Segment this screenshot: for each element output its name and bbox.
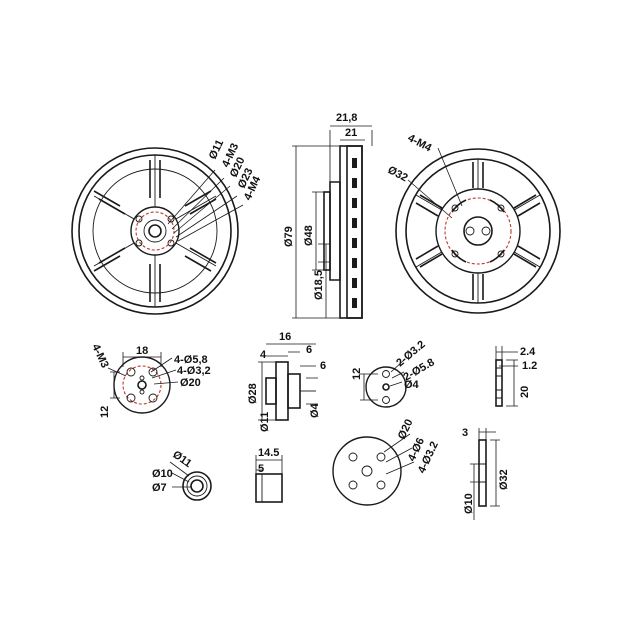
disc-d32-label: Ø32	[498, 469, 510, 490]
shaft-6a-label: 6	[306, 344, 312, 356]
side-view	[292, 125, 373, 319]
shaft-16-label: 16	[279, 331, 291, 343]
disc	[470, 428, 500, 520]
side-width-21-label: 21	[345, 127, 357, 139]
shaft-d4-label: Ø4	[309, 402, 321, 418]
side-d79-label: Ø79	[283, 226, 295, 247]
side-d185-label: Ø18,5	[313, 270, 325, 300]
plate-d58-label: 4-Ø5,8	[174, 354, 208, 366]
tube	[255, 455, 283, 503]
spacer-24-label: 2.4	[520, 346, 536, 358]
shaft-d11-label: Ø11	[259, 412, 271, 432]
hub-flange	[332, 433, 415, 506]
disc-d10-label: Ø10	[463, 493, 475, 514]
plate-18-label: 18	[136, 345, 148, 357]
plate-d32-label: 4-Ø3,2	[177, 365, 211, 377]
shaft-d28-label: Ø28	[247, 383, 259, 404]
back-d32-label: Ø32	[386, 164, 410, 184]
spacer-12-label: 1.2	[522, 360, 537, 372]
washer-d7-label: Ø7	[152, 482, 167, 494]
side-width-218-label: 21,8	[336, 112, 357, 124]
shaft-6b-label: 6	[320, 360, 326, 372]
small-plate-d4-label: Ø4	[404, 379, 420, 391]
plate-d20-label: Ø20	[180, 377, 201, 389]
spacer-20-label: 20	[519, 386, 531, 398]
front-view	[71, 147, 244, 315]
back-m4-label: 4-M4	[406, 132, 435, 155]
side-d48-label: Ø48	[303, 225, 315, 246]
shaft-adapter	[258, 343, 318, 421]
tube-145-label: 14.5	[258, 447, 279, 459]
plate-12-label: 12	[99, 406, 111, 418]
shaft-4-label: 4	[260, 349, 267, 361]
plate-m3-label: 4-M3	[89, 342, 110, 370]
washer-d11-label: Ø11	[170, 449, 193, 470]
small-plate	[360, 359, 407, 408]
tube-5-label: 5	[258, 463, 264, 475]
washer	[169, 461, 212, 501]
back-view	[395, 147, 561, 314]
hub-d20-label: Ø20	[396, 417, 416, 441]
disc-3-label: 3	[462, 427, 468, 439]
adapter-plate	[107, 352, 179, 414]
washer-d10-label: Ø10	[152, 468, 173, 480]
small-plate-12-label: 12	[351, 368, 363, 380]
spacer	[495, 346, 518, 407]
